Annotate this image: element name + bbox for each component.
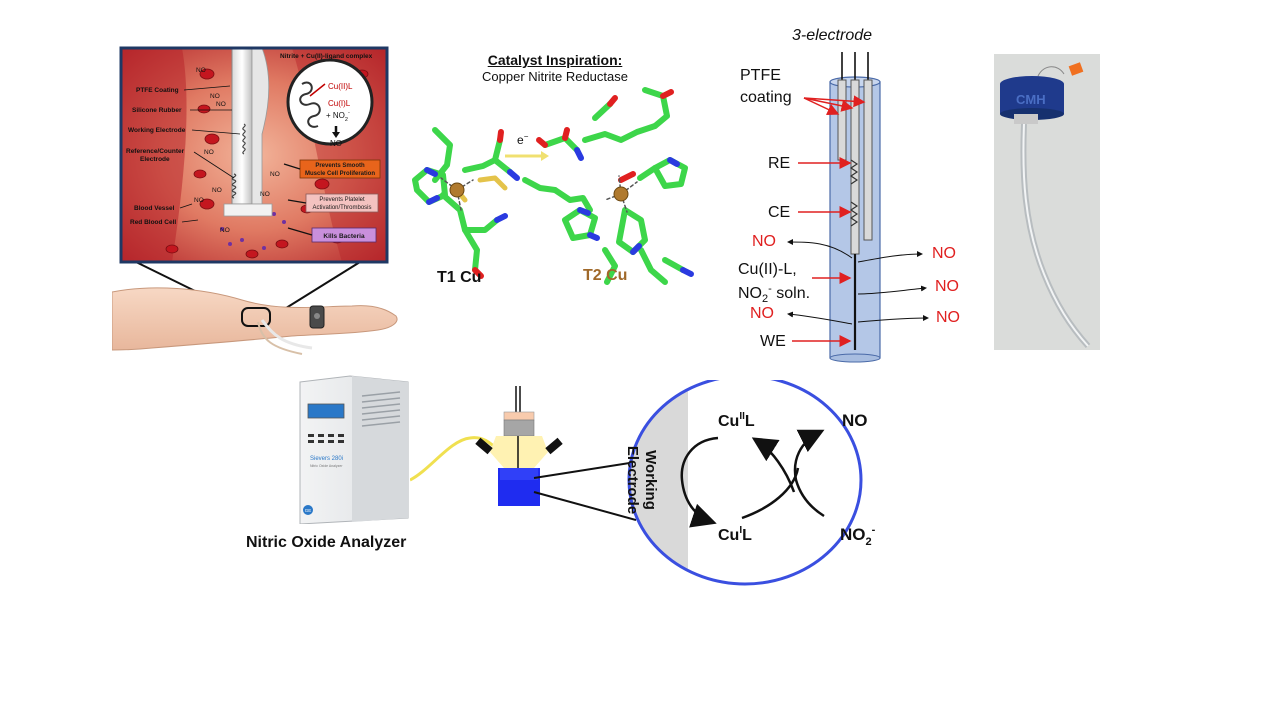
- sensor-photo: CMH: [994, 54, 1100, 350]
- no-label-2: NO: [210, 93, 220, 100]
- electrode-diagram-svg: 3-electrode PTFE coating RE CE NO NO Cu(…: [738, 27, 960, 363]
- cell-cycle-svg: Working Electrode CuIIL CuIL NO NO2-: [409, 374, 876, 586]
- effect-platelet-line1: Prevents Platelet: [319, 197, 365, 203]
- no-label-4: NO: [204, 149, 214, 156]
- label-electrode: Electrode: [140, 156, 170, 163]
- arm-illustration: [111, 287, 398, 351]
- analyzer-svg: Sievers 280i Nitric Oxide Analyzer GE: [299, 375, 409, 525]
- label-red-blood-cell: Red Blood Cell: [130, 219, 176, 226]
- soln-label-line1: Cu(II)-L,: [738, 261, 797, 278]
- we-label: WE: [760, 333, 786, 350]
- sensor-photo-svg: CMH: [994, 54, 1100, 350]
- analyzer-logo-text: GE: [305, 508, 312, 513]
- reduction-arrow: [680, 436, 719, 528]
- ptfe-label-line2: coating: [740, 89, 792, 106]
- analyzer-caption: Nitric Oxide Analyzer: [246, 534, 407, 551]
- analyzer-tubing: [409, 436, 502, 482]
- electrode-title: 3-electrode: [792, 27, 872, 44]
- working-electrode-label-1: Working: [642, 450, 659, 510]
- protein-sticks-svg: e− T1 Cu T2 Cu: [412, 87, 694, 286]
- nitrite-arrow: [793, 429, 825, 518]
- catalyst-title: Catalyst Inspiration: Copper Nitrite Red…: [470, 52, 640, 84]
- cell-cap-grey: [503, 419, 535, 437]
- no-label-5: NO: [212, 187, 222, 194]
- cell-and-cycle: Working Electrode CuIIL CuIL NO NO2-: [409, 374, 920, 590]
- cu2-label: CuIIL: [718, 411, 755, 430]
- cu1-label: CuIL: [718, 525, 752, 544]
- cell-glass: [490, 436, 548, 468]
- catalyst-title-heading: Catalyst Inspiration:: [487, 52, 623, 68]
- catalyst-structure: e− T1 Cu T2 Cu: [405, 70, 705, 300]
- effect-smooth-muscle-line1: Prevents Smooth: [315, 163, 365, 169]
- circle-cu2-label: Cu(II)L: [328, 82, 353, 91]
- ce-label: CE: [768, 204, 790, 221]
- electron-label: e−: [517, 132, 529, 147]
- effect-platelet-line2: Activation/Thrombosis: [312, 205, 371, 211]
- label-working-electrode: Working Electrode: [128, 127, 186, 134]
- analyzer-display: [307, 403, 345, 419]
- arm-zoom-box: [241, 307, 271, 327]
- no-right-mid: NO: [935, 278, 959, 295]
- no-label-7: NO: [220, 227, 230, 234]
- t2-copper-atom: [613, 186, 629, 202]
- no-right-top: NO: [932, 245, 956, 262]
- ptfe-label-line1: PTFE: [740, 67, 781, 84]
- no-right-bottom: NO: [936, 309, 960, 326]
- label-silicone-rubber: Silicone Rubber: [132, 107, 182, 114]
- label-blood-vessel: Blood Vessel: [134, 205, 175, 212]
- catheter-inset-svg: Cu(II)L Cu(I)L + NO2- NO Nitrite + Cu(II…: [111, 46, 398, 355]
- no-label-3: NO: [216, 101, 226, 108]
- no-product-label: NO: [842, 411, 868, 430]
- sensor-cap-label: CMH: [1016, 92, 1046, 107]
- effect-bacteria-label: Kills Bacteria: [323, 233, 365, 240]
- no-label-6: NO: [194, 197, 204, 204]
- analyzer-brand: Sievers 280i: [310, 456, 343, 462]
- sensor-tag: [1068, 62, 1084, 76]
- electrode-diagram: 3-electrode PTFE coating RE CE NO NO Cu(…: [720, 20, 980, 365]
- inset-top-label: Nitrite + Cu(II)-ligand complex: [280, 53, 373, 60]
- t1-copper-atom: [449, 182, 465, 198]
- circle-no-label: NO: [330, 139, 342, 148]
- analyzer-subtitle: Nitric Oxide Analyzer: [310, 464, 343, 468]
- no-left-top: NO: [752, 233, 776, 250]
- no-left-bottom: NO: [750, 305, 774, 322]
- soln-label-line2: NO2- soln.: [738, 283, 810, 305]
- no-analyzer: Sievers 280i Nitric Oxide Analyzer GE: [290, 374, 420, 525]
- label-reference-counter: Reference/Counter: [126, 148, 185, 155]
- circle-cu1-label: Cu(I)L: [328, 99, 351, 108]
- analyzer-logo-icon: [303, 505, 313, 515]
- catalyst-subtitle: Copper Nitrite Reductase: [482, 69, 628, 84]
- no-label-1: NO: [196, 67, 206, 74]
- label-ptfe-coating: PTFE Coating: [136, 87, 179, 94]
- cell-side-arm-right: [545, 437, 563, 455]
- no-label-9: NO: [260, 191, 270, 198]
- effect-smooth-muscle-line2: Muscle Cell Proliferation: [305, 171, 375, 177]
- working-electrode-label-2: Electrode: [624, 446, 641, 514]
- re-label: RE: [768, 155, 790, 172]
- circle-nitrite-label: + NO2-: [326, 110, 350, 123]
- nitrite-label: NO2-: [840, 524, 876, 548]
- t2-cu-label: T2 Cu: [583, 267, 627, 284]
- protein-sticks: [412, 87, 688, 285]
- cell-cap-top: [503, 411, 535, 421]
- inset-border: [119, 46, 389, 264]
- t1-cu-label: T1 Cu: [437, 269, 481, 286]
- catheter-inset-panel: Cu(II)L Cu(I)L + NO2- NO Nitrite + Cu(II…: [111, 44, 402, 356]
- no-label-8: NO: [270, 171, 280, 178]
- cell-side-arm-left: [475, 437, 493, 455]
